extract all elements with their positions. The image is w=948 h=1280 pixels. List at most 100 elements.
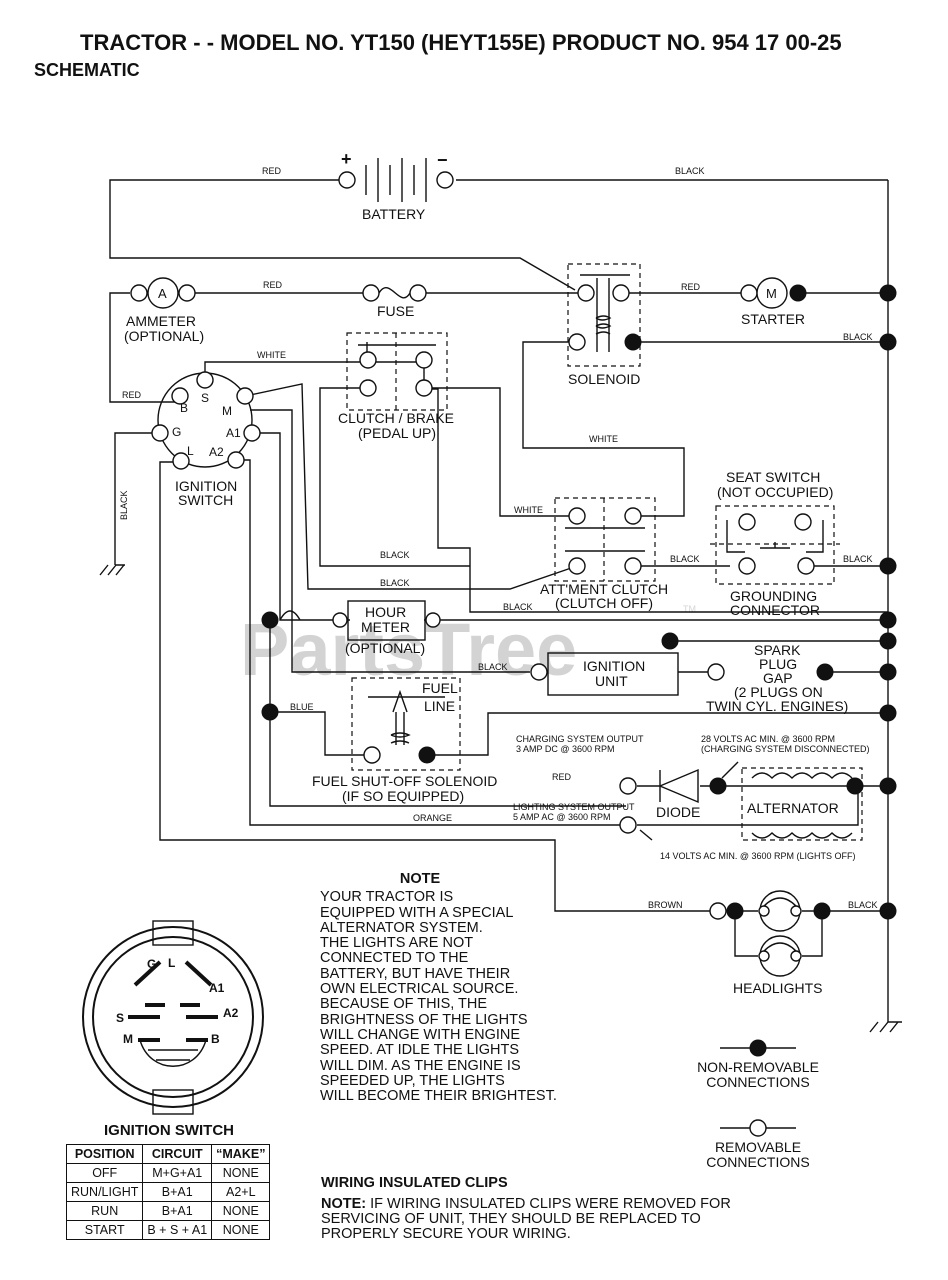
table-cell: B + S + A1 [142, 1220, 213, 1240]
wire-labels: RED BLACK RED RED BLACK WHITE RED WHITE … [119, 166, 878, 910]
legend-non-removable: NON-REMOVABLE CONNECTIONS [678, 1060, 838, 1090]
svg-text:IGNITION: IGNITION [175, 478, 237, 494]
svg-text:(2 PLUGS ON: (2 PLUGS ON [734, 684, 823, 700]
svg-text:BLUE: BLUE [290, 702, 314, 712]
svg-text:28 VOLTS AC MIN. @ 3600 RPM: 28 VOLTS AC MIN. @ 3600 RPM [701, 734, 835, 744]
table-cell: NONE [211, 1220, 271, 1240]
svg-text:RED: RED [262, 166, 282, 176]
svg-text:CLUTCH / BRAKE: CLUTCH / BRAKE [338, 410, 454, 426]
svg-text:HOUR: HOUR [365, 604, 406, 620]
svg-text:+: + [341, 149, 352, 169]
svg-text:RED: RED [122, 390, 142, 400]
svg-text:(CLUTCH OFF): (CLUTCH OFF) [555, 595, 653, 611]
svg-text:M: M [123, 1032, 133, 1046]
note-line: SPEEDED UP, THE LIGHTS [320, 1072, 505, 1089]
note-line: ALTERNATOR SYSTEM. [320, 919, 483, 936]
watermark: PartsTree TM [240, 604, 696, 691]
svg-text:DIODE: DIODE [656, 804, 700, 820]
svg-text:BLACK: BLACK [503, 602, 533, 612]
svg-text:−: − [437, 150, 448, 170]
fuse: FUSE [362, 284, 427, 319]
svg-text:BLACK: BLACK [843, 332, 873, 342]
note-line: CONNECTED TO THE [320, 950, 469, 967]
page-title: TRACTOR - - MODEL NO. YT150 (HEYT155E) P… [80, 30, 842, 55]
alternator: ALTERNATOR [619, 761, 864, 841]
battery: + − BATTERY [338, 149, 454, 222]
svg-text:B: B [180, 401, 188, 415]
svg-text:SEAT SWITCH: SEAT SWITCH [726, 469, 820, 485]
svg-text:WHITE: WHITE [514, 505, 543, 515]
svg-text:CONNECTOR: CONNECTOR [730, 602, 820, 618]
note-line: YOUR TRACTOR IS [320, 889, 454, 906]
svg-text:FUEL SHUT-OFF SOLENOID: FUEL SHUT-OFF SOLENOID [312, 773, 497, 789]
svg-text:AMMETER: AMMETER [126, 313, 196, 329]
svg-text:PartsTree: PartsTree [240, 608, 577, 691]
table-cell: RUN/LIGHT [65, 1182, 144, 1202]
svg-text:LIGHTING SYSTEM OUTPUT: LIGHTING SYSTEM OUTPUT [513, 802, 635, 812]
svg-text:WHITE: WHITE [257, 350, 286, 360]
svg-text:BLACK: BLACK [675, 166, 705, 176]
svg-text:GROUNDING: GROUNDING [730, 588, 817, 604]
svg-text:BLACK: BLACK [380, 550, 410, 560]
table-header-row: POSITION CIRCUIT “MAKE” [65, 1144, 271, 1164]
svg-text:HEADLIGHTS: HEADLIGHTS [733, 980, 822, 996]
spec-labels: CHARGING SYSTEM OUTPUT 3 AMP DC @ 3600 R… [513, 734, 870, 861]
svg-text:IGNITION: IGNITION [583, 658, 645, 674]
note-line: BRIGHTNESS OF THE LIGHTS [320, 1011, 528, 1028]
svg-text:GAP: GAP [763, 670, 793, 686]
svg-text:3 AMP DC @ 3600 RPM: 3 AMP DC @ 3600 RPM [516, 744, 615, 754]
svg-text:BROWN: BROWN [648, 900, 683, 910]
note-line: WILL CHANGE WITH ENGINE [320, 1026, 521, 1043]
svg-text:RED: RED [263, 280, 283, 290]
column-header: POSITION [65, 1144, 144, 1164]
column-header: CIRCUIT [142, 1144, 213, 1164]
seat-switch: SEAT SWITCH (NOT OCCUPIED) GROUNDING CON… [710, 469, 840, 618]
table-cell: M+G+A1 [142, 1163, 213, 1183]
svg-text:M: M [222, 404, 232, 418]
clutch-brake-switch: CLUTCH / BRAKE (PEDAL UP) [338, 332, 454, 441]
svg-text:SPARK: SPARK [754, 642, 801, 658]
svg-text:FUEL: FUEL [422, 680, 458, 696]
svg-text:G: G [172, 425, 181, 439]
svg-text:STARTER: STARTER [741, 311, 805, 327]
ignition-switch-face: G L A1 A2 S M B [82, 920, 264, 1115]
starter: M STARTER [740, 277, 807, 327]
attachment-clutch-switch: ATT'MENT CLUTCH (CLUTCH OFF) [540, 497, 668, 611]
svg-text:(OPTIONAL): (OPTIONAL) [124, 328, 204, 344]
svg-text:UNIT: UNIT [595, 673, 628, 689]
legend-symbols [720, 1039, 796, 1137]
svg-text:(OPTIONAL): (OPTIONAL) [345, 640, 425, 656]
legend-removable: REMOVABLE CONNECTIONS [678, 1140, 838, 1170]
note-line: BATTERY, BUT HAVE THEIR [320, 965, 511, 982]
svg-text:SWITCH: SWITCH [178, 492, 233, 508]
table-row: OFF M+G+A1 NONE [65, 1163, 271, 1183]
legend-non-removable-line: NON-REMOVABLE [697, 1059, 819, 1075]
clips-note-label: NOTE: [321, 1196, 367, 1212]
svg-text:(NOT OCCUPIED): (NOT OCCUPIED) [717, 484, 833, 500]
table-cell: START [65, 1220, 144, 1240]
svg-text:S: S [116, 1011, 124, 1025]
svg-text:ATT'MENT CLUTCH: ATT'MENT CLUTCH [540, 581, 668, 597]
svg-text:A1: A1 [226, 426, 241, 440]
svg-text:BATTERY: BATTERY [362, 206, 426, 222]
svg-text:TM: TM [683, 604, 696, 614]
headlights: HEADLIGHTS [709, 890, 831, 996]
ignition-position-table: POSITION CIRCUIT “MAKE” OFF M+G+A1 NONE … [65, 1144, 271, 1240]
svg-text:B: B [211, 1032, 220, 1046]
svg-text:(CHARGING SYSTEM DISCONNECTED): (CHARGING SYSTEM DISCONNECTED) [701, 744, 870, 754]
svg-text:ORANGE: ORANGE [413, 813, 452, 823]
svg-text:LINE: LINE [424, 698, 455, 714]
bus-connections [261, 284, 897, 920]
note-line: WILL BECOME THEIR BRIGHTEST. [320, 1088, 557, 1105]
table-cell: A2+L [211, 1182, 271, 1202]
legend-non-removable-line: CONNECTIONS [706, 1074, 810, 1090]
svg-text:BLACK: BLACK [478, 662, 508, 672]
note-line: EQUIPPED WITH A SPECIAL [320, 904, 514, 921]
table-row: RUN/LIGHT B+A1 A2+L [65, 1182, 271, 1202]
table-cell: B+A1 [142, 1201, 213, 1221]
clips-heading: WIRING INSULATED CLIPS [321, 1175, 508, 1191]
svg-text:L: L [187, 444, 194, 458]
table-row: START B + S + A1 NONE [65, 1220, 271, 1240]
svg-text:BLACK: BLACK [848, 900, 878, 910]
clips-line: PROPERLY SECURE YOUR WIRING. [321, 1226, 571, 1242]
